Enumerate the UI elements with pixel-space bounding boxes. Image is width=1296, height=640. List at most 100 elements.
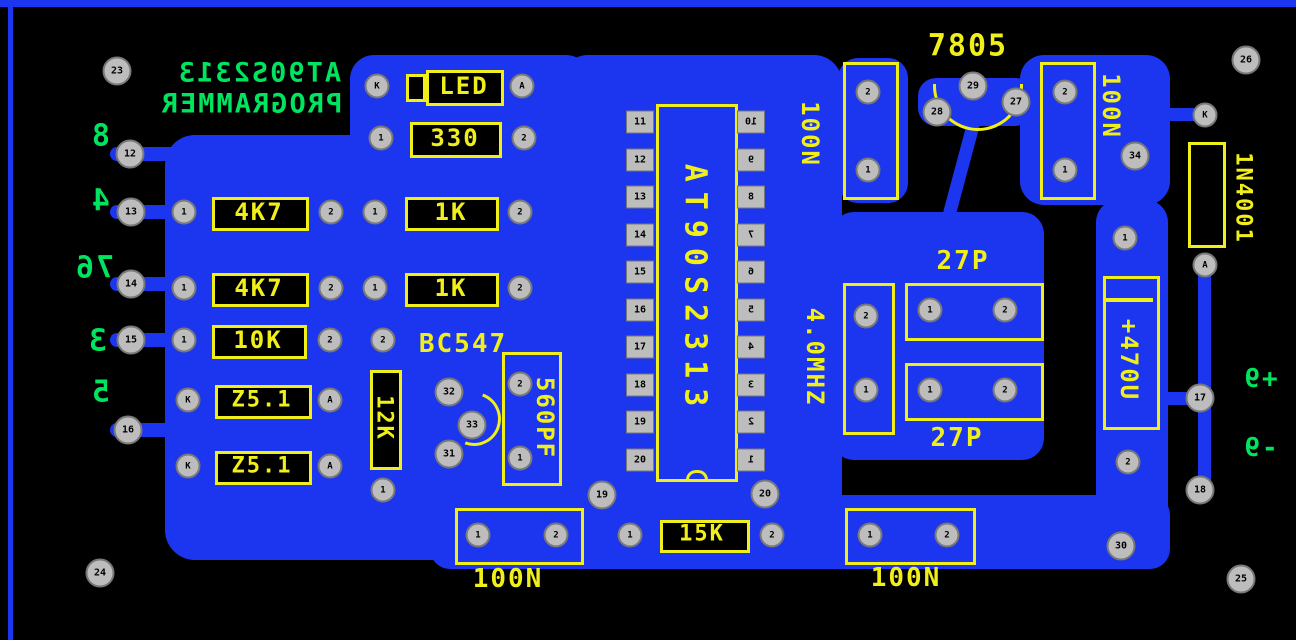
outline-c100n-tr [1040, 62, 1096, 200]
pad-2-48: 2 [934, 522, 960, 548]
pad-label: 2 [1002, 385, 1008, 395]
pad-2-35: 2 [370, 327, 396, 353]
outline-r1k-a [405, 197, 499, 231]
outline-r330 [410, 122, 502, 158]
pad-label: 2 [553, 530, 559, 540]
label-330-1: 330 [430, 124, 480, 152]
ic-pin-pad-3-80: 3 [737, 373, 765, 397]
pad-label: 19 [633, 416, 647, 428]
ic-pin-pad-8-75: 8 [737, 185, 765, 209]
pad-label: 1 [181, 207, 187, 217]
pad-a-22: A [509, 73, 535, 99]
outline-c100n-tl [843, 62, 899, 200]
pad-label: 1 [380, 485, 386, 495]
pad-1-25: 1 [171, 199, 197, 225]
outline-r4k7-a [212, 197, 309, 231]
outline-zener-a [215, 385, 312, 419]
pad-label: 14 [124, 278, 138, 290]
ic-notch [686, 470, 708, 482]
label-100n-14: 100N [472, 564, 544, 594]
outline-cap470u [1103, 276, 1160, 430]
pad-label: 9 [747, 154, 755, 166]
pad-label: 17 [1193, 392, 1207, 404]
pad-label: 11 [633, 116, 647, 128]
pad-30-13: 30 [1106, 531, 1136, 561]
pad-label: 5 [747, 304, 755, 316]
ic-pin-pad-13-65: 13 [626, 185, 654, 209]
label-z51-8: Z5.1 [231, 453, 293, 479]
pad-label: 8 [747, 191, 755, 203]
trace-diode-a-down [1198, 262, 1211, 494]
pad-1-31: 1 [362, 275, 388, 301]
pad-label: 3 [747, 379, 755, 391]
pad-label: 20 [758, 488, 772, 500]
pad-23-0: 23 [102, 56, 132, 86]
label-+470u-22: +470U [1115, 318, 1143, 402]
outline-r1k-b [405, 273, 499, 307]
trace-diode-k [1145, 108, 1203, 121]
ic-pin-pad-16-68: 16 [626, 298, 654, 322]
ic-pin-pad-1-82: 1 [737, 448, 765, 472]
ic-pin-pad-12-64: 12 [626, 148, 654, 172]
label-4-27: 4 [89, 183, 111, 219]
label-led-0: LED [439, 72, 489, 100]
pad-label: 27 [1009, 96, 1023, 108]
label-8-26: 8 [89, 118, 111, 154]
pad-label: K [374, 81, 380, 91]
pad-2-49: 2 [853, 303, 879, 329]
pad-label: 32 [442, 386, 456, 398]
pad-label: 6 [747, 266, 755, 278]
pad-label: 2 [517, 283, 523, 293]
pad-label: 2 [863, 311, 869, 321]
pad-label: A [1202, 260, 1208, 270]
pad-17-11: 17 [1185, 383, 1215, 413]
pad-label: 13 [124, 206, 138, 218]
pad-2-55: 2 [855, 79, 881, 105]
ic-pin-pad-10-73: 10 [737, 110, 765, 134]
pad-label: 24 [93, 567, 107, 579]
pad-label: 1 [747, 454, 755, 466]
label-10k-6: 10K [233, 326, 283, 354]
pad-1-36: 1 [370, 477, 396, 503]
pad-label: 4 [747, 341, 755, 353]
pad-label: 29 [966, 80, 980, 92]
pad-label: 1 [865, 165, 871, 175]
label-12k-9: 12K [371, 395, 397, 441]
copper-left-rail [8, 7, 13, 640]
pad-label: 1 [1062, 165, 1068, 175]
pad-label: 7 [747, 229, 755, 241]
pad-1-61: 1 [1112, 225, 1138, 251]
outline-ic-at90s2313 [656, 104, 738, 482]
pad-1-43: 1 [617, 522, 643, 548]
pad-label: 2 [865, 87, 871, 97]
outline-c560pf [502, 352, 562, 486]
label--9-32: -9 [1242, 433, 1278, 463]
pad-label: 1 [517, 453, 523, 463]
pad-label: 1 [1122, 233, 1128, 243]
pad-1-58: 1 [1052, 157, 1078, 183]
label-4k7-4: 4K7 [234, 274, 284, 302]
pad-label: 1 [372, 283, 378, 293]
pad-1-50: 1 [853, 377, 879, 403]
pad-label: 20 [633, 454, 647, 466]
pad-1-33: 1 [171, 327, 197, 353]
pad-32-19: 32 [434, 377, 464, 407]
pad-2-28: 2 [507, 199, 533, 225]
label-4k7-2: 4K7 [234, 198, 284, 226]
pad-a-40: A [317, 453, 343, 479]
label-z51-7: Z5.1 [231, 387, 293, 413]
pad-label: 1 [181, 283, 187, 293]
pad-label: A [327, 461, 333, 471]
pad-2-52: 2 [992, 297, 1018, 323]
outline-c27p-top [905, 283, 1044, 341]
ic-pin-pad-2-81: 2 [737, 410, 765, 434]
pad-label: K [185, 395, 191, 405]
ic-pin-pad-11-63: 11 [626, 110, 654, 134]
outline-d1n4001 [1188, 142, 1226, 248]
pad-2-34: 2 [317, 327, 343, 353]
pad-label: 2 [747, 416, 755, 428]
pad-1-53: 1 [917, 377, 943, 403]
pad-label: 13 [633, 191, 647, 203]
pad-label: 25 [1234, 573, 1248, 585]
